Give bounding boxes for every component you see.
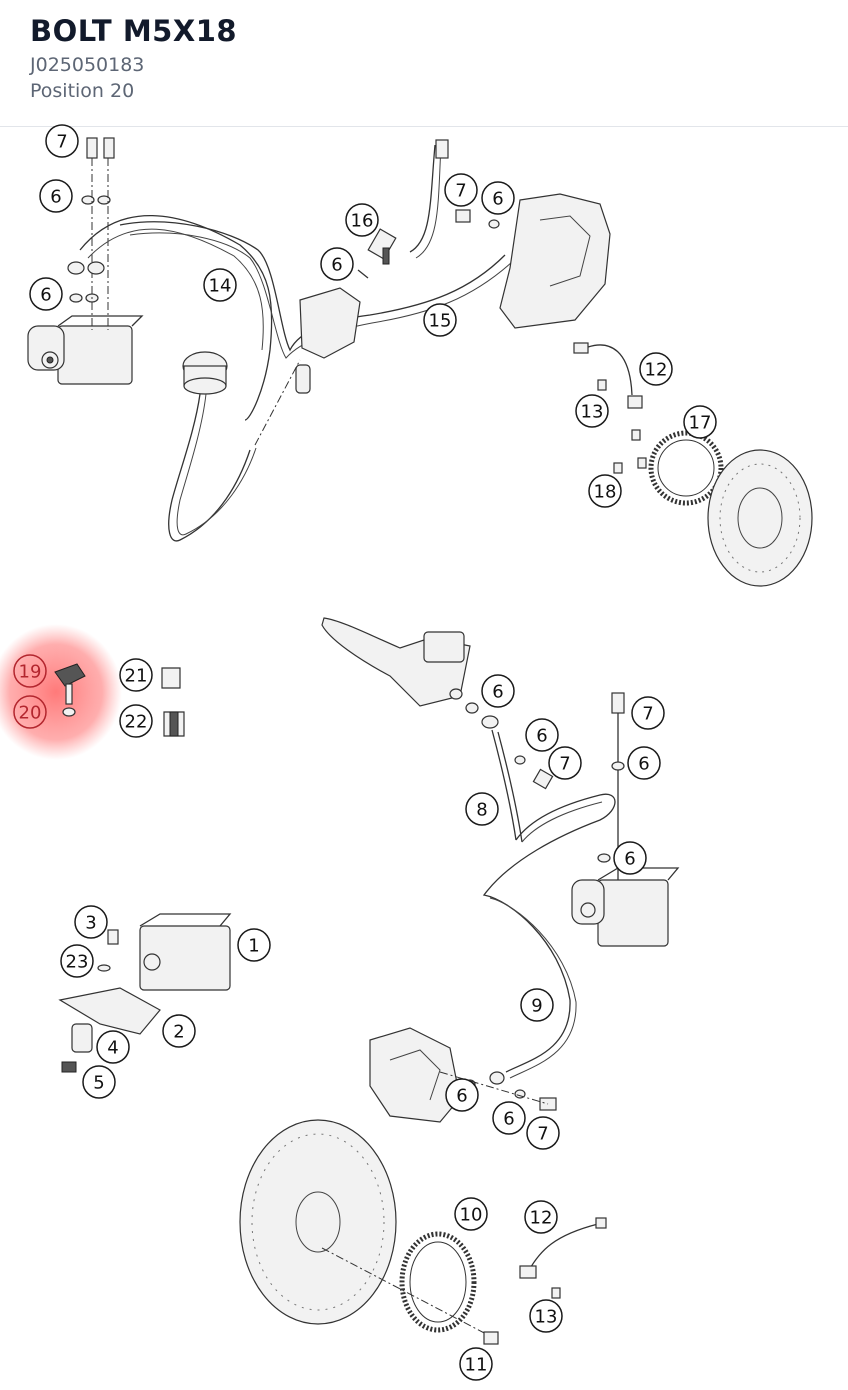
- callout-number: 6: [50, 187, 61, 208]
- callout-7-c[interactable]: 7: [631, 696, 665, 730]
- callout-6-b[interactable]: 6: [29, 277, 63, 311]
- part-header: BOLT M5X18 J025050183 Position 20: [0, 0, 848, 127]
- callout-18[interactable]: 18: [588, 474, 622, 508]
- rear-brake-assembly: [27, 137, 813, 587]
- callout-number: 6: [624, 849, 635, 870]
- callout-7-e[interactable]: 7: [526, 1116, 560, 1150]
- callout-19[interactable]: 19: [13, 654, 47, 688]
- callout-number: 19: [19, 662, 42, 683]
- callout-number: 10: [460, 1205, 483, 1226]
- callout-number: 12: [530, 1208, 553, 1229]
- callout-number: 5: [93, 1073, 104, 1094]
- callout-number: 12: [645, 360, 668, 381]
- callout-number: 6: [456, 1086, 467, 1107]
- callout-number: 7: [537, 1124, 548, 1145]
- callout-21[interactable]: 21: [119, 658, 153, 692]
- callout-8[interactable]: 8: [465, 792, 499, 826]
- callout-11[interactable]: 11: [459, 1347, 493, 1381]
- small-parts-group: [54, 663, 185, 737]
- callout-6-e[interactable]: 6: [481, 674, 515, 708]
- callout-9[interactable]: 9: [520, 988, 554, 1022]
- callout-6-a[interactable]: 6: [39, 179, 73, 213]
- callout-number: 4: [107, 1038, 118, 1059]
- callout-number: 13: [535, 1307, 558, 1328]
- callout-23[interactable]: 23: [60, 944, 94, 978]
- part-position: Position 20: [30, 80, 135, 102]
- callout-1[interactable]: 1: [237, 928, 271, 962]
- callout-7-b[interactable]: 7: [444, 173, 478, 207]
- callout-number: 18: [594, 482, 617, 503]
- callout-number: 13: [581, 402, 604, 423]
- callout-3[interactable]: 3: [74, 905, 108, 939]
- callout-number: 14: [209, 276, 232, 297]
- callout-number: 16: [351, 211, 374, 232]
- callout-6-j[interactable]: 6: [492, 1101, 526, 1135]
- callout-4[interactable]: 4: [96, 1030, 130, 1064]
- callout-number: 7: [642, 704, 653, 725]
- callout-number: 21: [125, 666, 148, 687]
- callout-number: 6: [536, 726, 547, 747]
- callout-7-d[interactable]: 7: [548, 746, 582, 780]
- callout-number: 1: [248, 936, 259, 957]
- callout-number: 15: [429, 311, 452, 332]
- callout-number: 6: [331, 255, 342, 276]
- callout-number: 6: [40, 285, 51, 306]
- callout-number: 17: [689, 413, 712, 434]
- callout-number: 11: [465, 1355, 488, 1376]
- callout-6-h[interactable]: 6: [613, 841, 647, 875]
- callout-number: 7: [455, 181, 466, 202]
- callout-22[interactable]: 22: [119, 704, 153, 738]
- selected-part-highlight: [0, 624, 122, 760]
- callout-number: 6: [492, 682, 503, 703]
- callout-16[interactable]: 16: [345, 203, 379, 237]
- callout-number: 23: [66, 952, 89, 973]
- callout-7-a[interactable]: 7: [45, 124, 79, 158]
- callout-13-a[interactable]: 13: [575, 394, 609, 428]
- abs-bracket-assembly: [58, 913, 232, 1073]
- part-title: BOLT M5X18: [30, 14, 238, 48]
- callout-6-g[interactable]: 6: [627, 746, 661, 780]
- callout-number: 3: [85, 913, 96, 934]
- callout-6-c[interactable]: 6: [320, 247, 354, 281]
- callout-number: 20: [19, 703, 42, 724]
- callout-15[interactable]: 15: [423, 303, 457, 337]
- callout-6-f[interactable]: 6: [525, 718, 559, 752]
- callout-12-a[interactable]: 12: [639, 352, 673, 386]
- callout-number: 9: [531, 996, 542, 1017]
- callout-10[interactable]: 10: [454, 1197, 488, 1231]
- callout-number: 6: [503, 1109, 514, 1130]
- callout-5[interactable]: 5: [82, 1065, 116, 1099]
- callout-6-i[interactable]: 6: [445, 1078, 479, 1112]
- callout-number: 22: [125, 712, 148, 733]
- callout-number: 7: [559, 754, 570, 775]
- callout-number: 7: [56, 132, 67, 153]
- callout-14[interactable]: 14: [203, 268, 237, 302]
- callout-17[interactable]: 17: [683, 405, 717, 439]
- callout-number: 8: [476, 800, 487, 821]
- callout-6-d[interactable]: 6: [481, 181, 515, 215]
- callout-13-b[interactable]: 13: [529, 1299, 563, 1333]
- callout-number: 6: [492, 189, 503, 210]
- callout-20[interactable]: 20: [13, 695, 47, 729]
- front-brake-assembly: [239, 617, 680, 1345]
- part-number: J025050183: [30, 54, 145, 76]
- callout-number: 6: [638, 754, 649, 775]
- callout-2[interactable]: 2: [162, 1014, 196, 1048]
- callout-12-b[interactable]: 12: [524, 1200, 558, 1234]
- abs-unit-rear: [27, 315, 144, 385]
- callout-number: 2: [173, 1022, 184, 1043]
